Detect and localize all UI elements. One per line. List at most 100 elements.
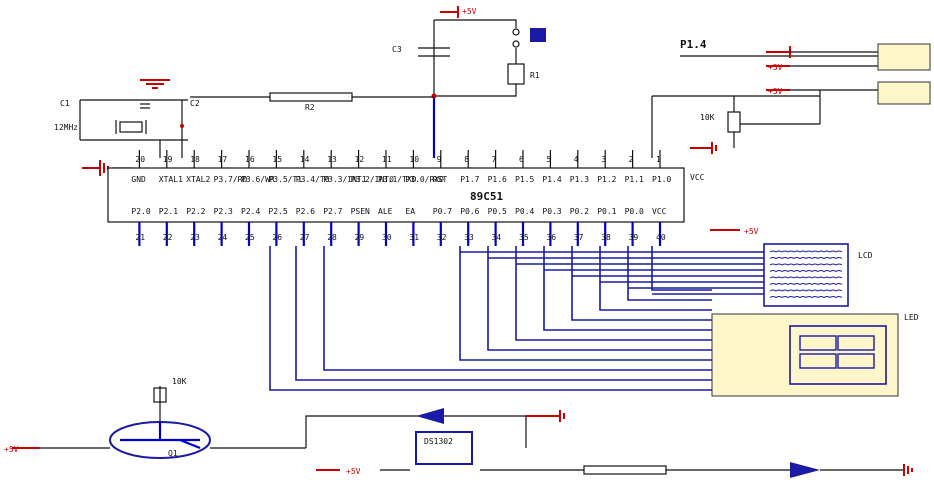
top-pin-number: 3 bbox=[601, 155, 606, 164]
vcc-top-label: +5V bbox=[462, 7, 477, 16]
reset-switch-contact-top bbox=[512, 28, 520, 36]
mcu-bottom-pins: 40VCC39P0.038P0.137P0.236P0.335P0.434P0.… bbox=[131, 207, 667, 246]
lcd-wave-line bbox=[769, 296, 843, 299]
display-module bbox=[711, 313, 899, 397]
ic2-label: DS1302 bbox=[424, 437, 453, 446]
top-pin-name: P3.4/T0 bbox=[296, 175, 330, 184]
bottom-pin-number: 39 bbox=[629, 233, 639, 242]
top-pin-name: P1.3 bbox=[570, 175, 589, 184]
rst-junction bbox=[431, 93, 437, 99]
bus-wire-lcd-display bbox=[515, 246, 712, 341]
bottom-pin-number: 21 bbox=[135, 233, 145, 242]
bottom-pin-name: P0.2 bbox=[570, 207, 589, 216]
reset-resistor bbox=[507, 63, 525, 85]
top-pin-name: P1.4 bbox=[542, 175, 561, 184]
r2-label: R2 bbox=[305, 103, 315, 112]
bottom-pin-name: P2.5 bbox=[268, 207, 287, 216]
top-pin-name: P1.6 bbox=[488, 175, 507, 184]
mcu-top-pins: 1P1.02P1.13P1.24P1.35P1.46P1.57P1.68P1.7… bbox=[131, 150, 671, 184]
bottom-pin-number: 35 bbox=[519, 233, 529, 242]
top-pin-number: 17 bbox=[218, 155, 228, 164]
c1-label: C1 bbox=[60, 99, 70, 108]
top-pin-number: 14 bbox=[300, 155, 310, 164]
top-pin-name: P3.3/INT1 bbox=[323, 175, 367, 184]
diode-top-icon bbox=[416, 408, 444, 424]
vcc-bottom-mid-label: +5V bbox=[346, 467, 361, 476]
r2-resistor bbox=[269, 92, 353, 102]
bottom-pin-name: P2.7 bbox=[323, 207, 342, 216]
bottom-pin-name: P2.4 bbox=[241, 207, 260, 216]
bus-wire-ctrl bbox=[323, 246, 712, 371]
bottom-pin-number: 33 bbox=[464, 233, 474, 242]
crystal-body bbox=[119, 121, 143, 133]
top-pin-number: 5 bbox=[546, 155, 551, 164]
bottom-pin-name: P0.7 bbox=[433, 207, 452, 216]
top-pin-name: P1.1 bbox=[625, 175, 644, 184]
top-pin-name: GND bbox=[131, 175, 146, 184]
top-pin-number: 8 bbox=[464, 155, 469, 164]
bottom-pin-number: 28 bbox=[327, 233, 337, 242]
c2-label: C2 bbox=[190, 99, 200, 108]
c3-label: C3 bbox=[392, 45, 402, 54]
top-pin-name: P3.5/T1 bbox=[268, 175, 302, 184]
bottom-pin-number: 31 bbox=[409, 233, 419, 242]
vcc-conn1-label: +5V bbox=[768, 63, 783, 72]
r3-label: 10K bbox=[700, 113, 715, 122]
bottom-pin-name: PSEN bbox=[351, 207, 370, 216]
bottom-pin-name: EA bbox=[405, 207, 415, 216]
mcu-chip-label: 89C51 bbox=[470, 190, 503, 203]
p14-label: P1.4 bbox=[680, 38, 707, 51]
lcd-wave-line bbox=[769, 263, 843, 266]
bottom-pin-name: P2.0 bbox=[131, 207, 150, 216]
bottom-pin-number: 23 bbox=[190, 233, 200, 242]
top-pin-name: RST bbox=[433, 175, 448, 184]
top-pin-name: P3.7/RD bbox=[214, 175, 248, 184]
lcd-label: LCD bbox=[858, 251, 873, 260]
r1-label: R1 bbox=[530, 71, 540, 80]
lcd-wave-line bbox=[769, 276, 843, 279]
top-pin-number: 6 bbox=[519, 155, 524, 164]
bottom-pin-number: 25 bbox=[245, 233, 255, 242]
bottom-pin-number: 26 bbox=[272, 233, 282, 242]
lcd-wave-line bbox=[769, 250, 843, 253]
bottom-pin-number: 38 bbox=[601, 233, 611, 242]
bottom-pin-name: P0.5 bbox=[488, 207, 507, 216]
bus-wire-lcd-display bbox=[571, 246, 712, 321]
connector-module-1 bbox=[877, 43, 931, 71]
top-pin-number: 13 bbox=[327, 155, 337, 164]
bottom-pin-name: P2.6 bbox=[296, 207, 315, 216]
crystal-label: 12MHz bbox=[54, 123, 78, 132]
lcd-wave-line bbox=[769, 257, 843, 260]
lcd-wave-line bbox=[769, 270, 843, 273]
top-pin-number: 15 bbox=[272, 155, 282, 164]
top-pin-number: 2 bbox=[629, 155, 634, 164]
top-pin-number: 1 bbox=[656, 155, 661, 164]
bus-wire-ctrl bbox=[269, 246, 712, 391]
bottom-pin-number: 22 bbox=[163, 233, 173, 242]
bottom-pin-number: 24 bbox=[218, 233, 228, 242]
bus-wire-lcd-display bbox=[487, 246, 712, 351]
bus-wire-lcd-display bbox=[543, 246, 712, 331]
bottom-pin-name: P0.3 bbox=[542, 207, 561, 216]
reset-res-bottom bbox=[434, 84, 517, 97]
bottom-pin-number: 36 bbox=[546, 233, 556, 242]
bottom-pin-number: 32 bbox=[437, 233, 447, 242]
top-pin-name: P3.1/TXD bbox=[378, 175, 417, 184]
vcc-conn2-label: +5V bbox=[768, 87, 783, 96]
bottom-pin-name: P0.1 bbox=[597, 207, 616, 216]
top-pin-number: 9 bbox=[437, 155, 442, 164]
bottom-pin-number: 27 bbox=[300, 233, 310, 242]
bus-wire-ctrl bbox=[295, 246, 712, 381]
top-pin-number: 11 bbox=[382, 155, 392, 164]
display-label: LED bbox=[904, 313, 919, 322]
top-pin-number: 18 bbox=[190, 155, 200, 164]
vcc-bottom-left-label: +5V bbox=[4, 445, 19, 454]
bottom-pin-name: P0.6 bbox=[460, 207, 479, 216]
bottom-pin-name: P0.4 bbox=[515, 207, 534, 216]
bottom-pin-name: P2.1 bbox=[159, 207, 178, 216]
top-pin-name: P1.0 bbox=[652, 175, 671, 184]
q1-r-label: 10K bbox=[172, 377, 187, 386]
top-pin-number: 19 bbox=[163, 155, 173, 164]
bottom-pin-name: ALE bbox=[378, 207, 393, 216]
